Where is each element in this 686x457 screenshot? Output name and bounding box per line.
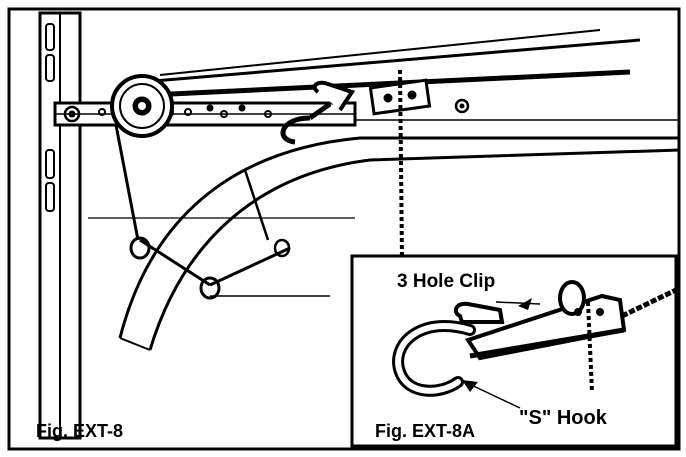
figure-label-main: Fig. EXT-8: [36, 421, 124, 441]
vertical-angle-bracket: [38, 11, 82, 440]
outer-frame: [7, 7, 681, 451]
s-hook-main: [280, 101, 332, 145]
main-drawing: [38, 11, 681, 440]
clip-callout-arrow: [495, 301, 541, 305]
pulley-wheel: [110, 74, 174, 138]
three-hole-clip-label: 3 Hole Clip: [397, 271, 496, 292]
s-hook-label: "S" Hook: [519, 407, 607, 429]
horizontal-angle-bracket: [53, 101, 357, 127]
inset-box: [350, 254, 678, 448]
clip-main: [312, 80, 356, 112]
figure-label-inset: Fig. EXT-8A: [375, 421, 476, 441]
